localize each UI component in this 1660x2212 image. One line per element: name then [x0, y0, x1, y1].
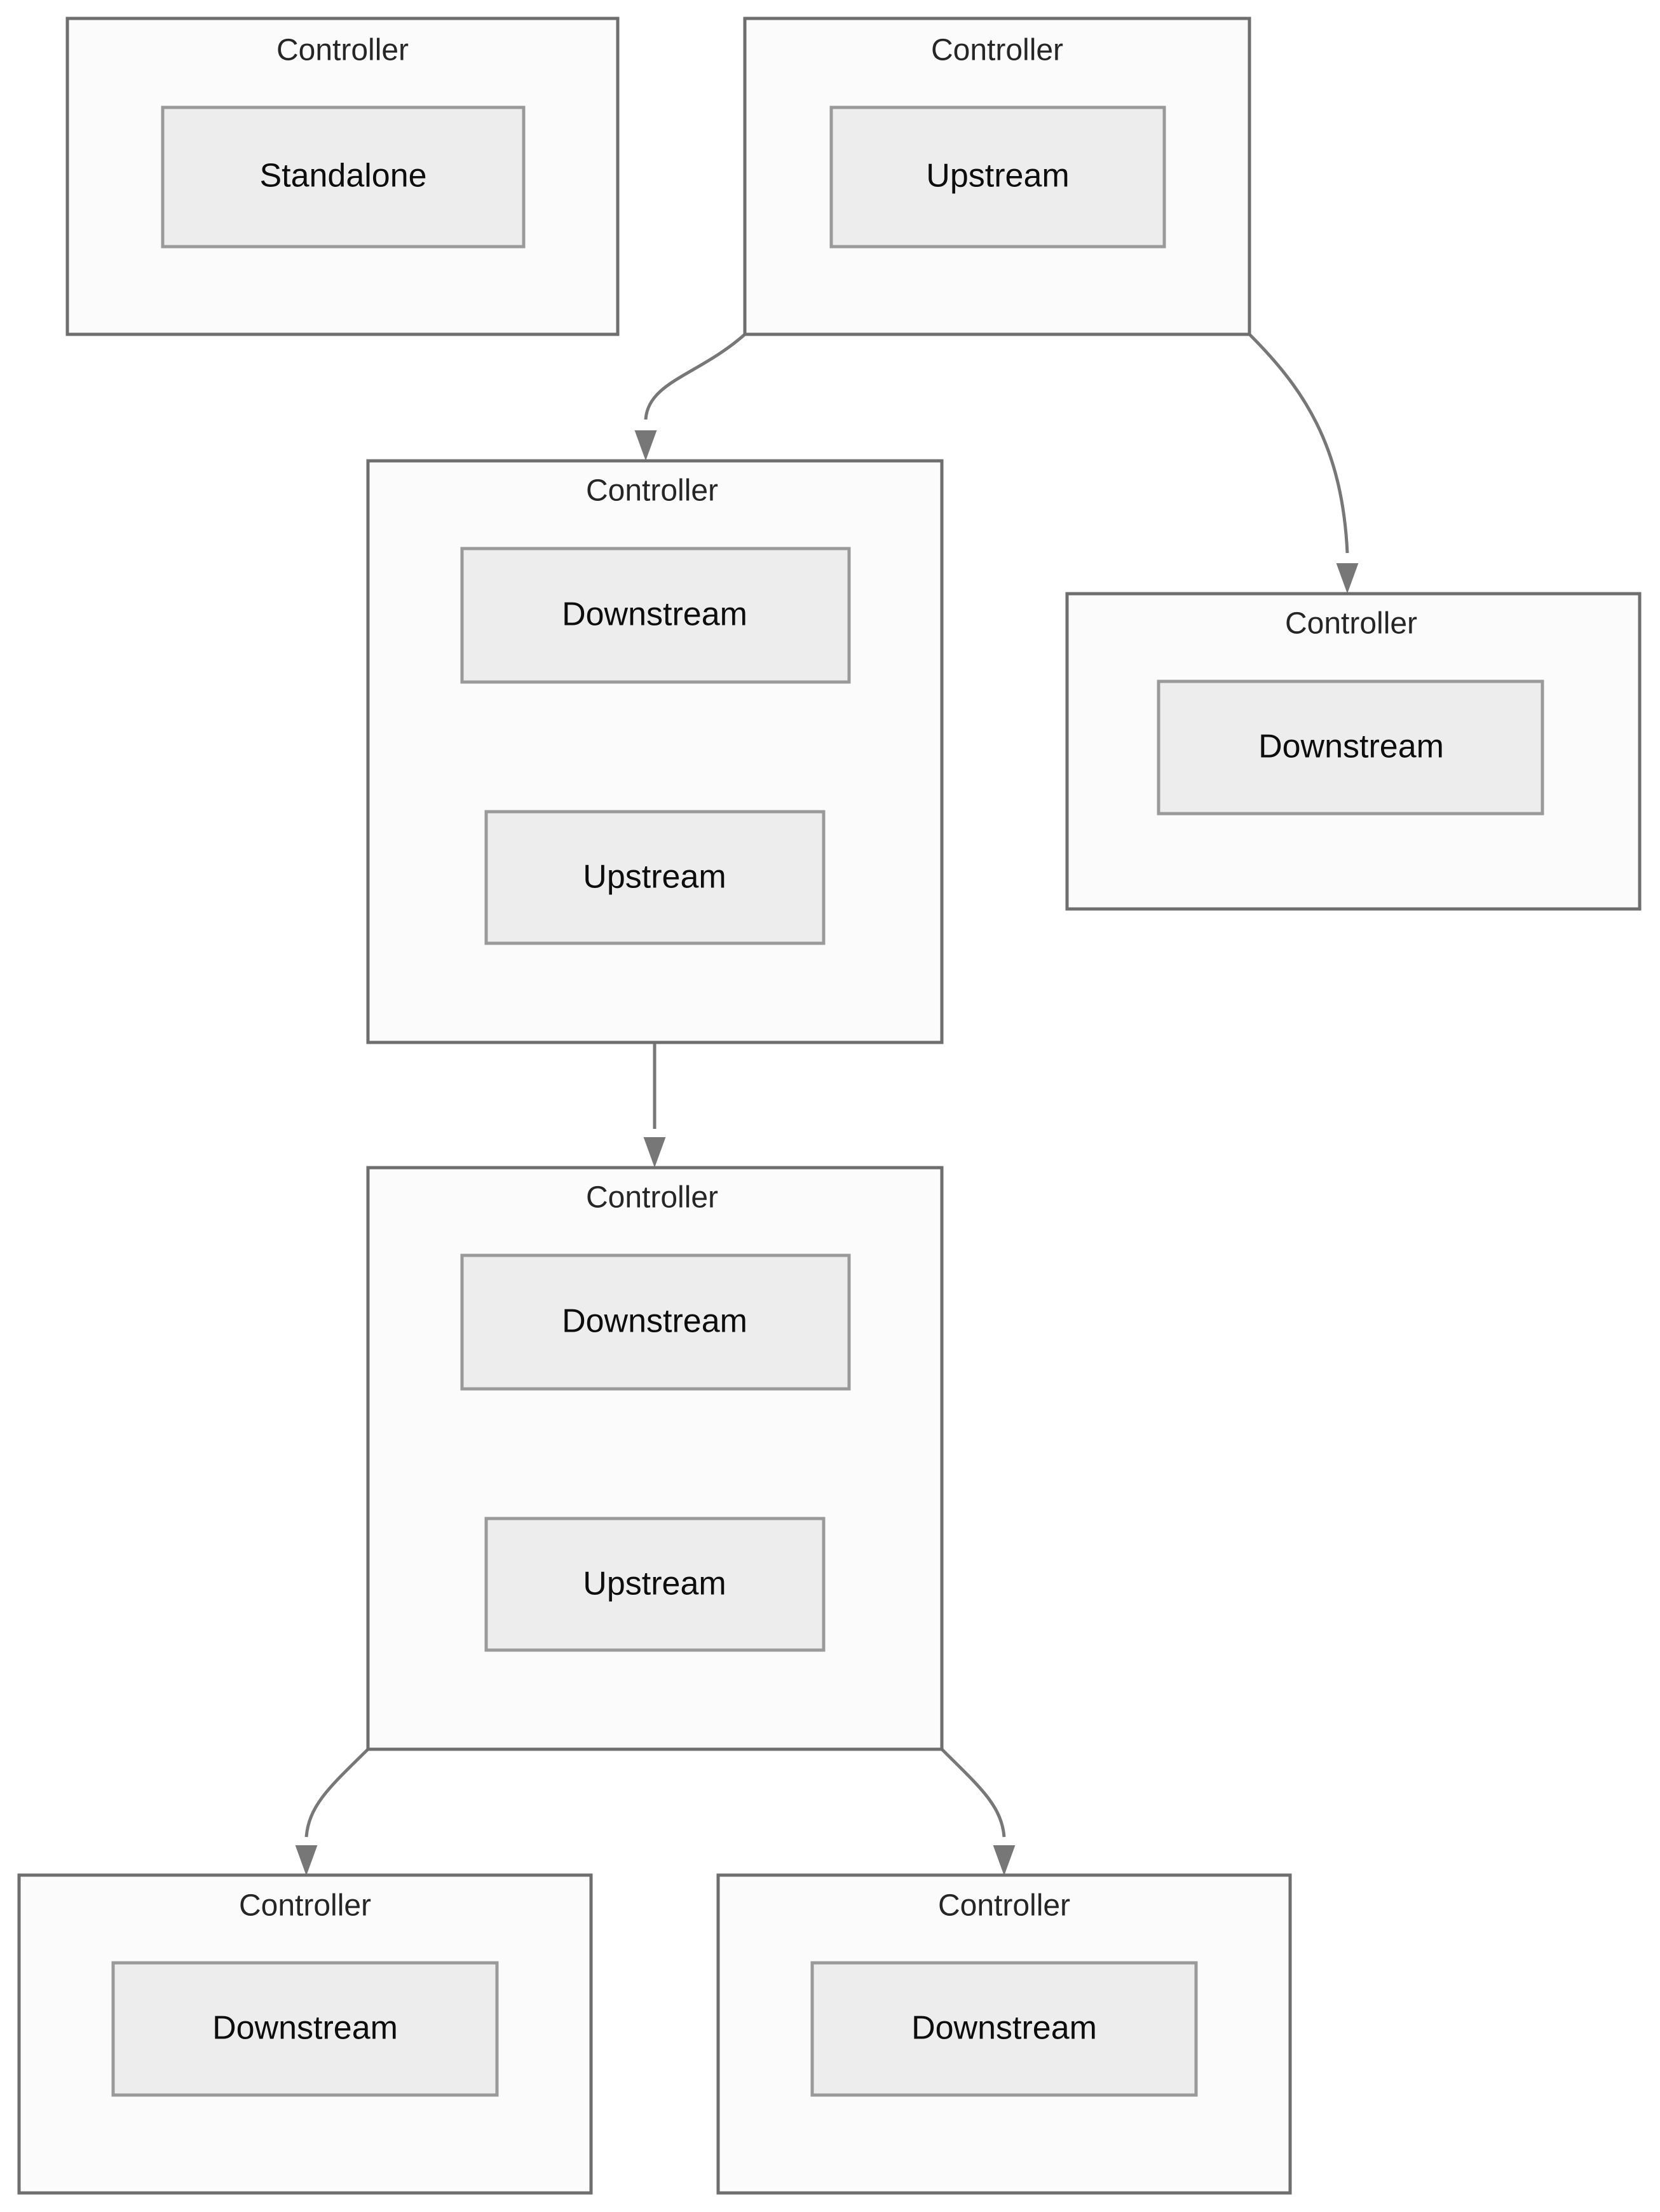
child-label-downstream: Downstream	[1258, 728, 1444, 765]
controller-title: Controller	[586, 1181, 718, 1215]
controller-node-mid-lower[interactable]: Controller Downstream Upstream	[366, 1166, 944, 1751]
edge-c2-to-c3-line	[644, 333, 746, 420]
edge-c5-to-c7-line	[941, 1748, 1006, 1838]
child-label-downstream: Downstream	[911, 2010, 1097, 2047]
child-box-upstream[interactable]	[484, 1517, 826, 1652]
controller-node-right-downstream[interactable]: Controller Downstream	[1065, 592, 1642, 911]
edge-c5-to-c7-arrowhead	[993, 1845, 1016, 1876]
child-box-downstream[interactable]	[460, 547, 851, 684]
child-box-upstream[interactable]	[484, 810, 826, 945]
edge-c2-to-c4-arrowhead	[1336, 563, 1359, 594]
edge-c5-to-c6	[295, 1748, 369, 1876]
controller-node-bottom-right[interactable]: Controller Downstream	[716, 1873, 1292, 2195]
edge-c3-to-c5	[643, 1042, 666, 1168]
edge-c2-to-c4	[1248, 333, 1359, 594]
child-box-downstream[interactable]	[810, 1961, 1198, 2097]
edge-layer	[295, 333, 1359, 1876]
child-label-upstream: Upstream	[583, 859, 726, 896]
controller-node-bottom-left[interactable]: Controller Downstream	[17, 1873, 593, 2195]
controller-title: Controller	[586, 474, 718, 508]
controller-node-mid-upper[interactable]: Controller Downstream Upstream	[366, 459, 944, 1044]
edge-c2-to-c3-arrowhead	[634, 430, 657, 461]
controller-title: Controller	[276, 34, 409, 67]
child-label-upstream: Upstream	[583, 1566, 726, 1602]
child-label-upstream: Upstream	[926, 158, 1069, 195]
child-box-downstream[interactable]	[460, 1253, 851, 1391]
child-label-downstream: Downstream	[562, 1303, 747, 1340]
edge-c2-to-c4-line	[1248, 333, 1349, 554]
child-box-downstream[interactable]	[111, 1961, 499, 2097]
controller-title: Controller	[938, 1889, 1070, 1923]
child-box-downstream[interactable]	[1157, 679, 1544, 816]
edge-c3-to-c5-arrowhead	[643, 1137, 666, 1168]
controller-node-standalone[interactable]: Controller Standalone	[65, 17, 620, 336]
child-box-standalone[interactable]	[161, 106, 526, 249]
controller-title: Controller	[1285, 607, 1417, 641]
edge-c5-to-c7	[941, 1748, 1016, 1876]
controller-title: Controller	[931, 34, 1063, 67]
child-label-downstream: Downstream	[562, 596, 747, 633]
controller-node-upstream-root[interactable]: Controller Upstream	[743, 17, 1251, 336]
child-label-standalone: Standalone	[259, 158, 426, 195]
edge-c5-to-c6-line	[304, 1748, 369, 1838]
controller-title: Controller	[239, 1889, 371, 1923]
edge-c5-to-c6-arrowhead	[295, 1845, 318, 1876]
child-label-downstream: Downstream	[212, 2010, 398, 2047]
edge-c2-to-c3	[634, 333, 746, 461]
child-box-upstream[interactable]	[829, 106, 1166, 249]
